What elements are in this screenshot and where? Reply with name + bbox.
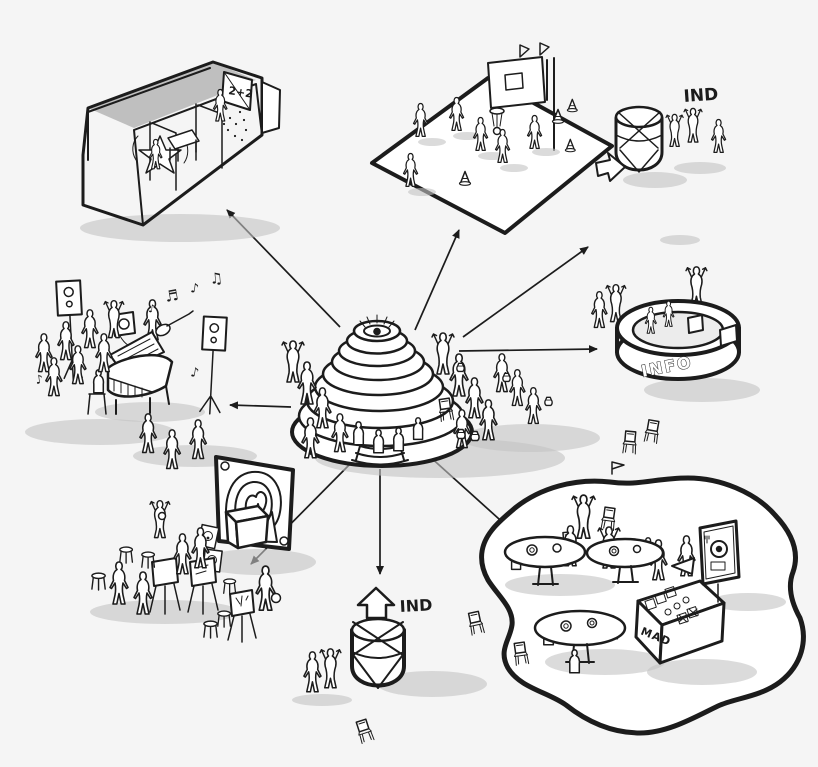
scene-entrance-pod: IND xyxy=(292,586,487,706)
jug xyxy=(456,362,465,373)
ind-pod-label: IND xyxy=(399,595,433,616)
arena-box xyxy=(687,314,704,334)
arrow-to-sports-court xyxy=(414,229,460,331)
arrow-to-upper-right xyxy=(462,246,589,338)
scene-info-arena: INFO xyxy=(591,266,760,402)
music-note-icon: ♫ xyxy=(209,269,224,288)
entrance-block-arrow xyxy=(595,152,626,182)
classroom-shadow xyxy=(80,214,280,242)
stool xyxy=(223,578,237,595)
scene-classroom-container: 2+2 xyxy=(80,60,281,242)
person-figure xyxy=(509,369,526,407)
training-cone xyxy=(566,98,578,113)
jug xyxy=(544,396,553,407)
chair xyxy=(466,610,486,637)
piano-chair xyxy=(87,393,107,415)
person-figure xyxy=(665,113,684,147)
eye-icon xyxy=(359,314,395,338)
arrow-to-music-stage xyxy=(229,401,292,410)
table-flag xyxy=(611,461,625,475)
pianist xyxy=(92,369,105,394)
container-top-band xyxy=(88,62,256,128)
chair xyxy=(354,717,375,745)
arrow-to-arena xyxy=(458,345,598,354)
entrance-cylinder-top: IND xyxy=(595,85,727,188)
easel xyxy=(227,589,257,643)
food-counter: MAD xyxy=(634,579,726,665)
scene-central-dome xyxy=(281,314,600,478)
person-figure xyxy=(449,353,469,397)
person-figure xyxy=(319,648,342,689)
music-note-icon: ♬ xyxy=(164,286,180,306)
palette-ball xyxy=(270,592,282,604)
menu-board xyxy=(698,519,741,603)
scene-music-stage: ♬ ♪ ♫ ♪ ♪ ♪ xyxy=(25,269,257,470)
chair xyxy=(642,418,662,445)
person-figure xyxy=(465,377,484,419)
person-figure xyxy=(710,118,727,153)
guitarist xyxy=(143,299,194,341)
person-figure xyxy=(35,333,53,373)
scene-sports-court xyxy=(370,42,700,245)
jug xyxy=(470,430,480,442)
music-note-icon: ♪ xyxy=(34,372,44,387)
easel xyxy=(149,557,181,615)
jug xyxy=(456,428,466,440)
cafe-table xyxy=(533,609,627,674)
classroom-board-text: 2+2 xyxy=(228,84,254,101)
scene-food-area: MAD xyxy=(354,418,806,745)
classroom-table xyxy=(167,129,200,162)
person-figure xyxy=(683,107,703,143)
chair xyxy=(621,430,638,455)
entrance-cylinder xyxy=(614,116,664,172)
stool xyxy=(203,620,218,639)
person-figure xyxy=(525,387,542,425)
jug xyxy=(502,372,511,383)
dotted-wall-texture xyxy=(222,110,248,142)
stool xyxy=(119,546,134,564)
person-figure xyxy=(303,651,322,693)
cafe-table xyxy=(354,506,618,745)
grand-piano xyxy=(106,331,174,415)
person-figure xyxy=(109,561,129,605)
podium-box xyxy=(224,504,270,550)
palette-ball xyxy=(157,511,167,521)
container-door xyxy=(261,81,281,134)
classroom-blackboard: 2+2 xyxy=(221,71,254,111)
person-figure xyxy=(431,332,455,375)
cafe-table xyxy=(512,537,665,667)
ind-top-label: IND xyxy=(683,85,719,107)
music-note-icon: ♪ xyxy=(148,302,156,316)
scene-art-workshop xyxy=(90,455,316,643)
music-note-icon: ♪ xyxy=(189,281,199,297)
speaker-right xyxy=(199,315,228,415)
entrance-block-arrow xyxy=(356,586,396,620)
serving-tray xyxy=(671,557,695,575)
arena-door xyxy=(719,324,738,347)
arena-interior xyxy=(631,310,725,350)
stool xyxy=(91,572,106,591)
music-note-icon: ♪ xyxy=(189,365,200,381)
person-figure xyxy=(591,291,608,329)
person-figure xyxy=(81,309,99,349)
